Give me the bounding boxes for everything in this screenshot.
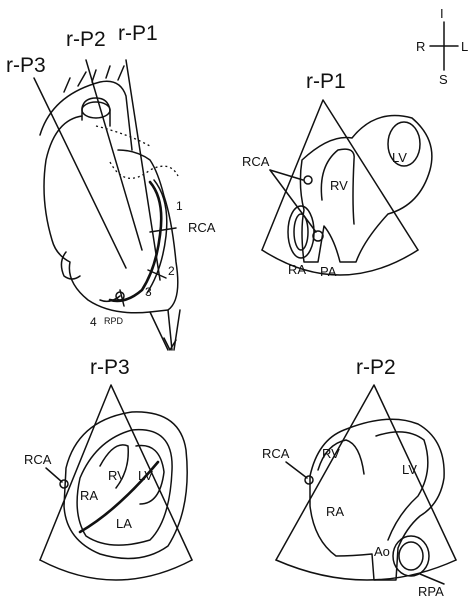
orientation-bottom-label: S bbox=[439, 72, 448, 87]
plane-label-r-p1: r-P1 bbox=[118, 22, 158, 45]
segment-label-3: 3 bbox=[145, 285, 152, 299]
p1-pa-label: PA bbox=[320, 264, 337, 279]
segment-label-1: 1 bbox=[176, 199, 183, 213]
orientation-compass: I R L S bbox=[416, 6, 468, 87]
plane-label-r-p3: r-P3 bbox=[6, 54, 46, 77]
p2-ra-label: RA bbox=[326, 504, 344, 519]
segment-label-2: 2 bbox=[168, 264, 175, 278]
panel-r-p1: r-P1 RCA RV LV RA PA bbox=[242, 70, 432, 279]
p3-rv-label: RV bbox=[108, 468, 126, 483]
orientation-left-label: R bbox=[416, 39, 425, 54]
panel-title-r-p2: r-P2 bbox=[356, 356, 396, 379]
p1-lv-label: LV bbox=[392, 150, 407, 165]
p1-rca-label: RCA bbox=[242, 154, 270, 169]
p2-lv-label: LV bbox=[402, 462, 417, 477]
p3-la-label: LA bbox=[116, 516, 132, 531]
rpd-label: RPD bbox=[104, 316, 124, 326]
panel-title-r-p1: r-P1 bbox=[306, 70, 346, 93]
orientation-top-label: I bbox=[440, 6, 444, 21]
p2-rpa-label: RPA bbox=[418, 584, 444, 599]
p3-rca-label: RCA bbox=[24, 452, 52, 467]
p1-rv-label: RV bbox=[330, 178, 348, 193]
plane-label-r-p2: r-P2 bbox=[66, 28, 106, 51]
p3-lv-label: LV bbox=[138, 468, 153, 483]
p2-rca-label: RCA bbox=[262, 446, 290, 461]
p2-rv-label: RV bbox=[322, 446, 340, 461]
heart-diagram: r-P3 r-P2 r-P1 RCA 1 2 3 4 RPD bbox=[6, 22, 216, 350]
panel-r-p3: r-P3 RCA RV LV RA LA bbox=[24, 356, 192, 580]
segment-label-4: 4 bbox=[90, 315, 97, 329]
p1-ra-label: RA bbox=[288, 262, 306, 277]
orientation-right-label: L bbox=[461, 39, 468, 54]
p3-ra-label: RA bbox=[80, 488, 98, 503]
heart-rca-label: RCA bbox=[188, 220, 216, 235]
panel-title-r-p3: r-P3 bbox=[90, 356, 130, 379]
panel-r-p2: r-P2 RCA RV LV RA Ao RPA bbox=[262, 356, 456, 599]
p2-ao-label: Ao bbox=[374, 544, 390, 559]
